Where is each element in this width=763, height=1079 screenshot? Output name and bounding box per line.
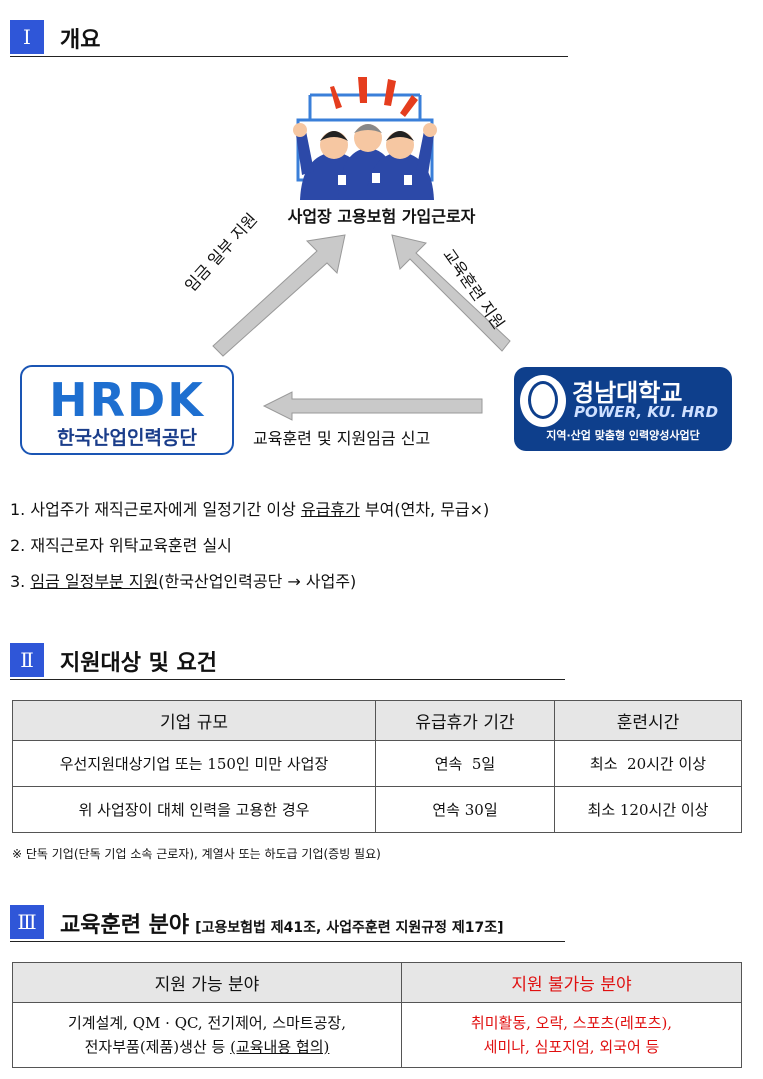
table-cell: 취미활동, 오락, 스포츠(레포츠), 세미나, 심포지엄, 외국어 등 [401,1002,742,1068]
right-up-arrow-icon [391,234,511,352]
table-row: 위 사업장이 대체 인력을 고용한 경우 연속 30일 최소 120시간 이상 [12,786,742,833]
eligibility-note: ※ 단독 기업(단독 기업 소속 근로자), 계열사 또는 하도급 기업(증빙 … [12,847,381,861]
workers-illustration-icon [293,77,437,200]
table-cell: 우선지원대상기업 또는 150인 미만 사업장 [12,740,376,787]
table-row: 기계설계, QM · QC, 전기제어, 스마트공장, 전자부품(제품)생산 등… [12,1002,742,1068]
hrdk-logo: HRDK 한국산업인력공단 [20,365,234,455]
section-number: Ⅰ [10,20,44,54]
section-underline [10,56,568,57]
table-header-row: 지원 가능 분야 지원 불가능 분야 [12,962,742,1003]
section-underline [10,679,565,680]
table-cell: 연속 30일 [375,786,555,833]
section-title: 개요 [60,28,101,53]
table-header-row: 기업 규모 유급휴가 기간 훈련시간 [12,700,742,741]
column-header: 기업 규모 [12,700,376,741]
hrdk-logo-subtitle: 한국산업인력공단 [57,427,197,449]
kyungnam-emblem-icon [520,375,566,427]
table-cell: 최소 120시간 이상 [554,786,742,833]
list-item: 1. 사업주가 재직근로자에게 일정기간 이상 유급휴가 부여(연차, 무급×) [10,500,490,519]
overview-list: 1. 사업주가 재직근로자에게 일정기간 이상 유급휴가 부여(연차, 무급×)… [10,497,489,605]
column-header: 유급휴가 기간 [375,700,555,741]
list-item: 3. 임금 일정부분 지원(한국산업인력공단 → 사업주) [10,572,357,591]
table-cell: 기계설계, QM · QC, 전기제어, 스마트공장, 전자부품(제품)생산 등… [12,1002,402,1068]
section-title: 교육훈련 분야[고용보험법 제41조, 사업주훈련 지원규정 제17조] [60,913,504,938]
kyungnam-logo: 경남대학교 POWER, KU. HRD 지역·산업 맞춤형 인력양성사업단 [514,367,732,451]
left-arrow-icon [262,391,483,421]
list-item: 2. 재직근로자 위탁교육훈련 실시 [10,536,232,555]
section-number: Ⅲ [10,905,44,939]
section-subtitle: [고용보험법 제41조, 사업주훈련 지원규정 제17조] [195,920,504,936]
table-cell: 최소 20시간 이상 [554,740,742,787]
kyungnam-logo-subtitle: 지역·산업 맞춤형 인력양성사업단 [546,429,700,442]
column-header: 지원 불가능 분야 [401,962,742,1003]
kyungnam-logo-slogan: POWER, KU. HRD [574,403,719,421]
column-header: 훈련시간 [554,700,742,741]
section-number: Ⅱ [10,643,44,677]
overview-diagram: 사업장 고용보험 가입근로자 임금 일부 지원 교육훈련 지원 교육훈련 및 지… [0,75,763,460]
hrdk-logo-word: HRDK [49,373,205,427]
table-row: 우선지원대상기업 또는 150인 미만 사업장 연속 5일 최소 20시간 이상 [12,740,742,787]
section-underline [10,941,565,942]
employees-caption: 사업장 고용보험 가입근로자 [287,207,476,226]
eligibility-table: 기업 규모 유급휴가 기간 훈련시간 우선지원대상기업 또는 150인 미만 사… [12,700,742,833]
report-caption: 교육훈련 및 지원임금 신고 [253,429,431,448]
table-cell: 위 사업장이 대체 인력을 고용한 경우 [12,786,376,833]
section-title: 지원대상 및 요건 [60,651,217,676]
column-header: 지원 가능 분야 [12,962,402,1003]
kyungnam-logo-name: 경남대학교 [572,379,683,407]
training-field-table: 지원 가능 분야 지원 불가능 분야 기계설계, QM · QC, 전기제어, … [12,962,742,1068]
table-cell: 연속 5일 [375,740,555,787]
left-up-arrow-icon [212,234,346,357]
